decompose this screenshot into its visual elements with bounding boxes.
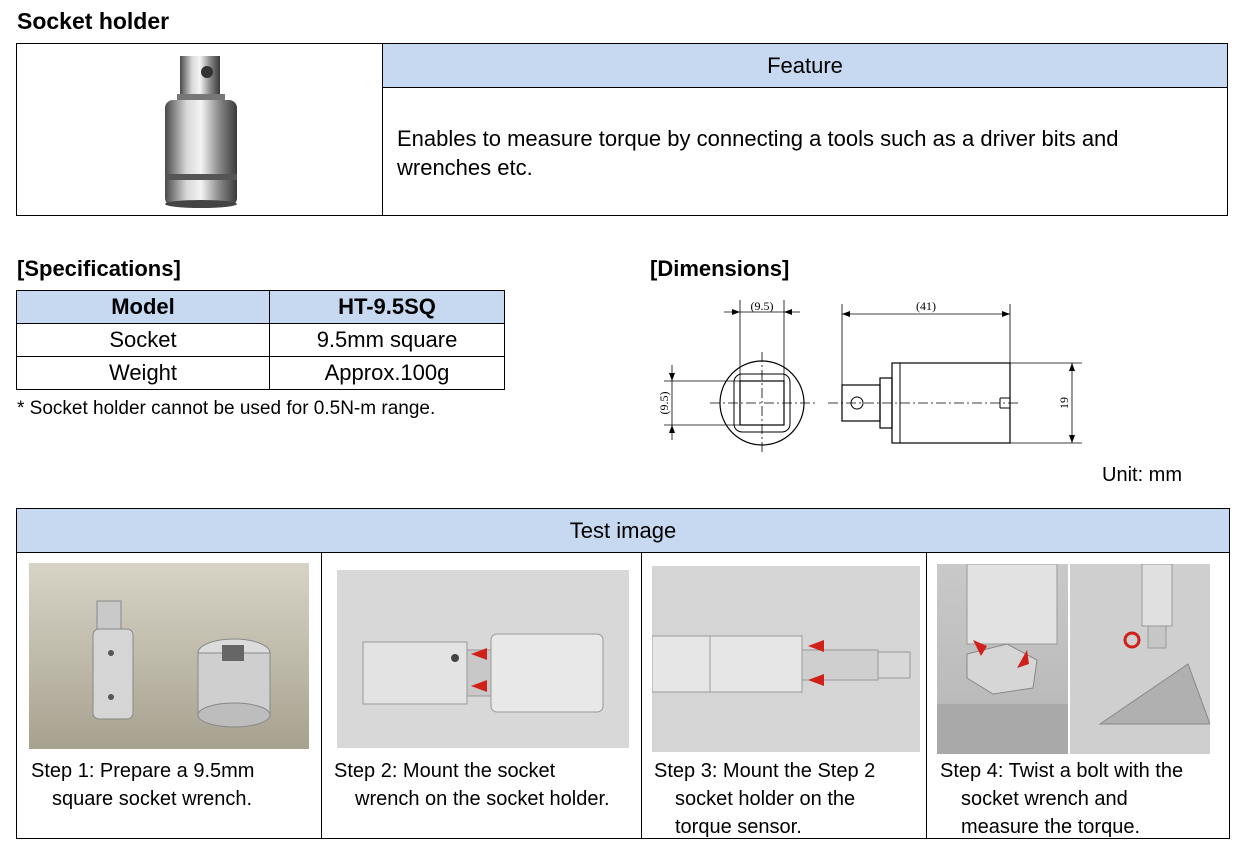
spec-row-socket: Socket 9.5mm square	[16, 323, 505, 357]
spec-note: * Socket holder cannot be used for 0.5N-…	[17, 398, 436, 419]
step-1-line-1: Step 1: Prepare a 9.5mm	[31, 760, 255, 782]
step-2-line-2: wrench on the socket holder.	[355, 788, 610, 810]
step-3-line-1: Step 3: Mount the Step 2	[654, 760, 876, 782]
spec-label: Socket	[16, 323, 270, 357]
dim-side-label: (9.5)	[657, 392, 671, 415]
test-image-table: Test image Step 1: Prepare a 9.5mm squar…	[16, 508, 1230, 839]
unit-label: Unit: mm	[1102, 464, 1182, 486]
step-4-line-1: Step 4: Twist a bolt with the	[940, 760, 1184, 782]
spec-label: Weight	[16, 356, 270, 390]
specifications-title: [Specifications]	[17, 256, 181, 281]
step-2-line-1: Step 2: Mount the socket	[334, 760, 556, 782]
spec-row-weight: Weight Approx.100g	[16, 356, 505, 390]
spec-header-value: HT-9.5SQ	[269, 290, 505, 324]
step-3-photo	[652, 566, 920, 752]
feature-table: Feature Enables to measure torque by con…	[16, 43, 1228, 216]
step-2-caption: Step 2: Mount the socket wrench on the s…	[334, 757, 610, 813]
socket-holder-image	[165, 56, 237, 208]
step-2-photo	[337, 570, 629, 748]
step-3-line-2: socket holder on the	[675, 788, 856, 810]
step-4-caption: Step 4: Twist a bolt with the socket wre…	[940, 757, 1183, 841]
step-4-photo-right	[1070, 564, 1210, 754]
step-4-line-2: socket wrench and	[961, 788, 1128, 810]
step-3-line-3: torque sensor.	[675, 816, 802, 838]
step-1-photo	[29, 563, 309, 749]
dim-height-label: 19	[1057, 397, 1071, 409]
step-4-photo-left	[937, 564, 1068, 754]
specifications-table: Model HT-9.5SQ Socket 9.5mm square Weigh…	[16, 290, 505, 390]
column-divider	[641, 553, 642, 839]
column-divider	[926, 553, 927, 839]
dim-length-label: (41)	[916, 299, 936, 313]
dimensions-drawing: (9.5) (9.5) (41) 19	[657, 299, 1082, 455]
spec-header-model: Model	[16, 290, 270, 324]
step-4-line-3: measure the torque.	[961, 816, 1140, 838]
step-1-line-2: square socket wrench.	[52, 788, 253, 810]
feature-header: Feature	[383, 44, 1227, 88]
test-header: Test image	[17, 509, 1229, 553]
dim-width-label: (9.5)	[751, 299, 774, 313]
spec-header-row: Model HT-9.5SQ	[16, 290, 505, 324]
feature-description: Enables to measure torque by connecting …	[397, 124, 1197, 182]
spec-value: 9.5mm square	[269, 323, 505, 357]
step-3-caption: Step 3: Mount the Step 2 socket holder o…	[654, 757, 875, 841]
dimensions-title: [Dimensions]	[650, 256, 790, 281]
feature-line-1: Enables to measure torque by connecting …	[397, 126, 1119, 151]
spec-value: Approx.100g	[269, 356, 505, 390]
page-title: Socket holder	[17, 8, 170, 34]
feature-line-2: wrenches etc.	[397, 155, 533, 180]
product-image-cell	[17, 44, 383, 215]
step-1-caption: Step 1: Prepare a 9.5mm square socket wr…	[31, 757, 254, 813]
column-divider	[321, 553, 322, 839]
